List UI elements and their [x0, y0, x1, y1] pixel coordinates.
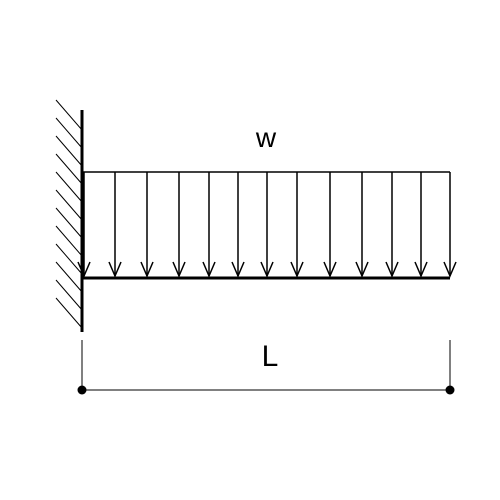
load-arrow [108, 172, 122, 278]
length-dimension: L [77, 340, 455, 395]
dimension-endpoint-left [77, 385, 87, 395]
load-arrow [290, 172, 304, 278]
fixed-support [55, 99, 84, 332]
hatch-line [55, 153, 83, 185]
dimension-endpoint-right [445, 385, 455, 395]
wall-hatching [55, 99, 83, 329]
load-arrow [202, 172, 216, 278]
load-arrow [140, 172, 154, 278]
hatch-line [55, 99, 83, 131]
length-label: L [262, 340, 279, 373]
load-label: w [255, 122, 277, 153]
hatch-line [55, 225, 83, 257]
load-arrow [231, 172, 245, 278]
hatch-line [55, 189, 83, 221]
load-arrow [77, 172, 91, 278]
load-arrows [77, 172, 457, 278]
hatch-line [55, 261, 83, 293]
hatch-line [55, 243, 83, 275]
load-arrow [414, 172, 428, 278]
hatch-line [55, 171, 83, 203]
hatch-line [55, 117, 83, 149]
hatch-line [55, 279, 83, 311]
load-arrow [323, 172, 337, 278]
load-arrow [172, 172, 186, 278]
hatch-line [55, 297, 83, 329]
hatch-line [55, 207, 83, 239]
load-arrow [260, 172, 274, 278]
load-arrow [385, 172, 399, 278]
hatch-line [55, 135, 83, 167]
load-arrow [443, 172, 457, 278]
load-arrow [355, 172, 369, 278]
distributed-load: w [77, 122, 457, 278]
